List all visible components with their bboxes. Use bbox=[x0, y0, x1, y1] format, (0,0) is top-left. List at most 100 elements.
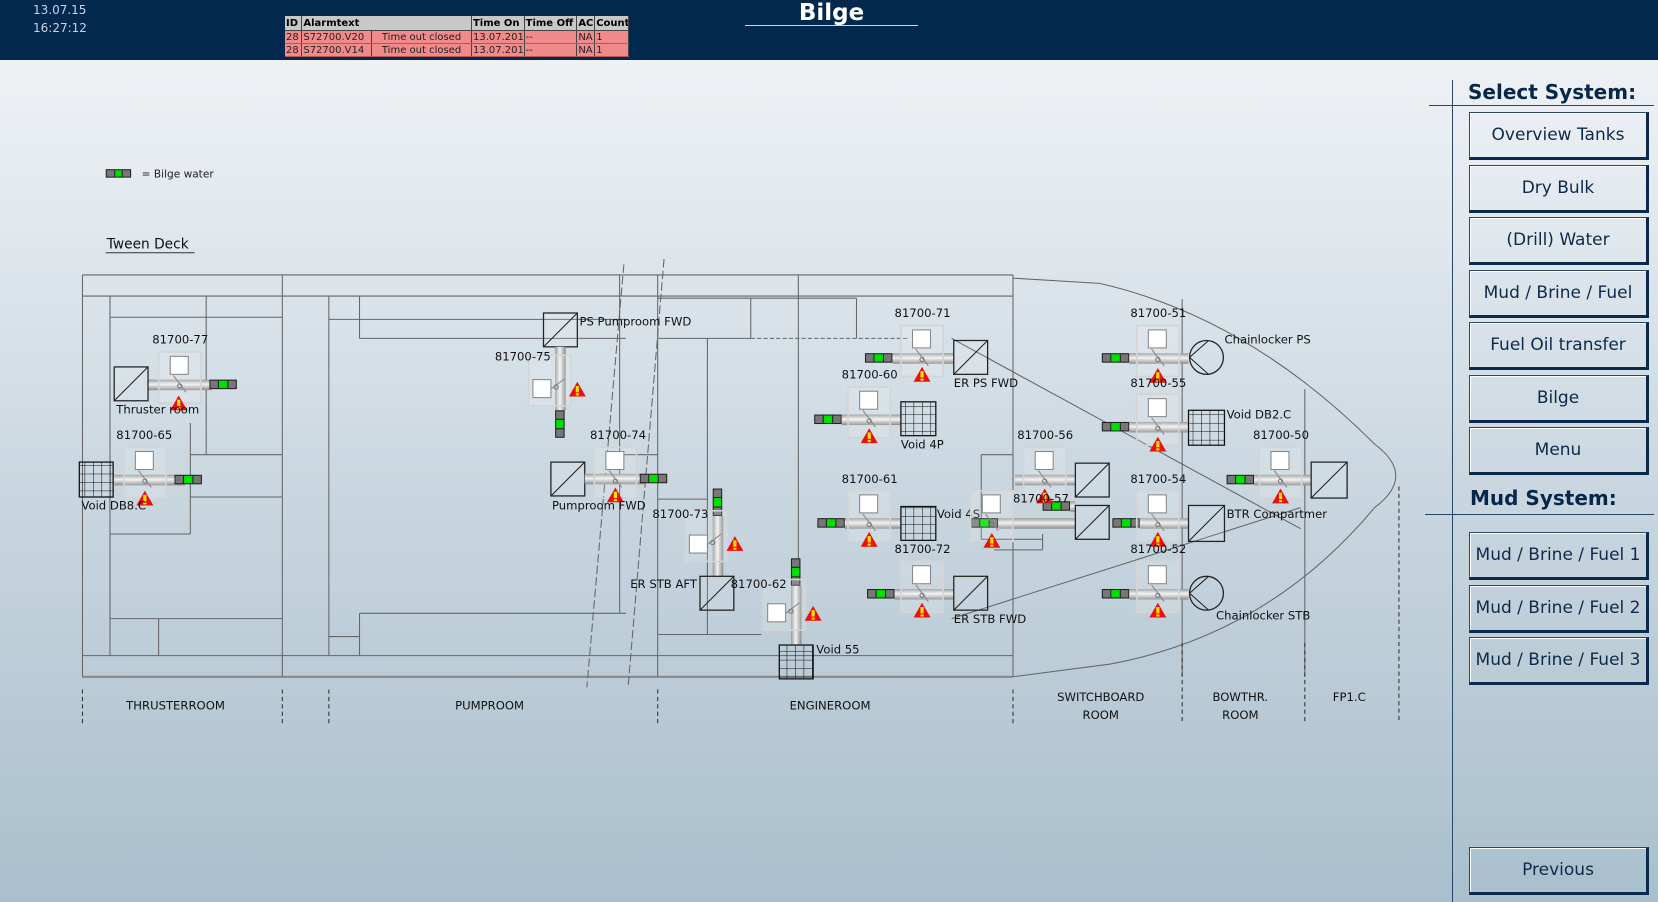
alarm-count: 1 bbox=[594, 43, 629, 57]
date-display: 13.07.15 bbox=[33, 3, 87, 17]
valve-label: 81700-55 bbox=[1130, 376, 1186, 390]
alarm-warning-icon[interactable] bbox=[1149, 531, 1167, 547]
alarm-warning-icon[interactable] bbox=[1149, 436, 1167, 452]
alarm-warning-icon[interactable] bbox=[860, 531, 878, 547]
valve[interactable] bbox=[157, 351, 202, 404]
bilge-indicator-icon bbox=[1226, 474, 1255, 485]
alarm-warning-icon[interactable] bbox=[913, 366, 931, 382]
page-title: Bilge bbox=[745, 0, 918, 26]
valve[interactable] bbox=[684, 509, 729, 563]
alarm-warning-icon[interactable] bbox=[1149, 602, 1167, 618]
alarm-ack: NA bbox=[576, 43, 596, 57]
compartment-label: ER STB AFT bbox=[630, 577, 698, 591]
tank-icon[interactable] bbox=[953, 339, 989, 375]
valve[interactable] bbox=[527, 354, 572, 407]
valve[interactable] bbox=[1022, 446, 1067, 499]
legend-label: = Bilge water bbox=[142, 169, 215, 181]
alarm-warning-icon[interactable] bbox=[1272, 488, 1289, 504]
deck-title: Tween Deck bbox=[106, 236, 189, 252]
chainlocker-icon[interactable] bbox=[1188, 575, 1225, 611]
alarm-warning-icon[interactable] bbox=[804, 605, 822, 621]
zone-label: PUMPROOM bbox=[455, 699, 524, 713]
nav-overview-tanks-button[interactable]: Overview Tanks bbox=[1469, 112, 1649, 160]
nav-fuel-oil-transfer-button[interactable]: Fuel Oil transfer bbox=[1469, 322, 1649, 370]
void-tank-icon[interactable] bbox=[900, 401, 937, 437]
valve[interactable] bbox=[900, 560, 944, 614]
alarm-row[interactable]: 28 S72700.V14 Time out closed 13.07.201 … bbox=[285, 43, 629, 57]
tank-icon[interactable] bbox=[550, 461, 586, 497]
tank-icon[interactable] bbox=[1310, 461, 1348, 499]
col-time-off[interactable]: Time Off bbox=[524, 16, 578, 31]
alarm-warning-icon[interactable] bbox=[170, 395, 188, 411]
nav-dry-bulk-button[interactable]: Dry Bulk bbox=[1469, 165, 1649, 213]
zone-label: ENGINEROOM bbox=[790, 699, 871, 713]
col-id[interactable]: ID bbox=[285, 16, 303, 31]
valve-label: 81700-71 bbox=[895, 306, 951, 320]
alarm-warning-icon[interactable] bbox=[1149, 367, 1167, 383]
tank-icon[interactable] bbox=[699, 575, 735, 611]
tank-icon[interactable] bbox=[1074, 462, 1110, 498]
pipe bbox=[998, 518, 1076, 529]
alarm-warning-icon[interactable] bbox=[860, 428, 878, 444]
compartment-label: Void 4S bbox=[937, 507, 980, 521]
tank-icon[interactable] bbox=[1074, 504, 1110, 540]
nav-mud-2-button[interactable]: Mud / Brine / Fuel 2 bbox=[1469, 585, 1649, 633]
nav-menu-button[interactable]: Menu bbox=[1469, 427, 1649, 475]
alarm-text: Time out closed bbox=[371, 30, 472, 44]
header-bar: 13.07.15 16:27:12 ID Alarmtext Time On T… bbox=[0, 0, 1658, 60]
void-tank-icon[interactable] bbox=[778, 644, 814, 680]
bilge-indicator-icon bbox=[867, 588, 895, 599]
alarm-warning-icon[interactable] bbox=[1036, 488, 1054, 504]
valve[interactable] bbox=[122, 446, 167, 499]
col-alarmtext[interactable]: Alarmtext bbox=[301, 16, 472, 31]
valve[interactable] bbox=[762, 578, 807, 632]
valve-label: 81700-73 bbox=[652, 507, 708, 521]
nav-mud-1-button[interactable]: Mud / Brine / Fuel 1 bbox=[1469, 532, 1649, 580]
zone-label: ROOM bbox=[1222, 708, 1258, 722]
alarm-warning-icon[interactable] bbox=[726, 536, 744, 551]
tank-icon[interactable] bbox=[953, 575, 989, 611]
bilge-indicator-icon bbox=[1112, 518, 1140, 528]
nav-bilge-button[interactable]: Bilge bbox=[1469, 375, 1649, 423]
alarm-warning-icon[interactable] bbox=[568, 381, 586, 397]
alarm-warning-icon[interactable] bbox=[606, 487, 624, 503]
compartment-label: PS Pumproom FWD bbox=[579, 315, 691, 329]
alarm-time-on: 13.07.201 bbox=[471, 30, 525, 44]
compartment-label: Void DB8.C bbox=[81, 499, 146, 513]
compartment-label: Void DB2.C bbox=[1227, 408, 1292, 422]
bilge-indicator-icon bbox=[1101, 353, 1130, 363]
void-tank-icon[interactable] bbox=[1187, 409, 1226, 446]
zone-label: BOWTHR. bbox=[1213, 690, 1269, 704]
col-count[interactable]: Count bbox=[594, 16, 629, 31]
col-ack[interactable]: AC bbox=[576, 16, 596, 31]
alarm-table[interactable]: ID Alarmtext Time On Time Off AC Count 2… bbox=[285, 16, 629, 57]
alarm-warning-icon[interactable] bbox=[913, 602, 931, 618]
nav-mud-3-button[interactable]: Mud / Brine / Fuel 3 bbox=[1469, 637, 1649, 685]
nav-mud-brine-fuel-button[interactable]: Mud / Brine / Fuel bbox=[1469, 270, 1649, 318]
void-tank-icon[interactable] bbox=[900, 505, 937, 541]
alarm-row[interactable]: 28 S72700.V20 Time out closed 13.07.201 … bbox=[285, 30, 629, 44]
tank-icon[interactable] bbox=[1187, 504, 1226, 543]
bilge-indicator-icon bbox=[817, 518, 845, 528]
col-time-on[interactable]: Time On bbox=[471, 16, 525, 31]
compartment-label: Pumproom FWD bbox=[552, 499, 646, 513]
alarm-warning-icon[interactable] bbox=[983, 532, 1001, 548]
zone-label: SWITCHBOARD bbox=[1057, 690, 1144, 704]
valve[interactable] bbox=[1135, 324, 1180, 378]
previous-button[interactable]: Previous bbox=[1469, 847, 1649, 895]
tank-icon[interactable] bbox=[542, 312, 578, 348]
compartment-label: BTR Compartmer bbox=[1227, 507, 1328, 521]
valve[interactable] bbox=[1258, 446, 1303, 499]
valve-label: 81700-52 bbox=[1130, 542, 1186, 556]
valve-label: 81700-72 bbox=[895, 542, 951, 556]
alarm-warning-icon[interactable] bbox=[136, 490, 154, 506]
valve[interactable] bbox=[969, 489, 1014, 543]
void-tank-icon[interactable] bbox=[78, 461, 114, 498]
valve[interactable] bbox=[847, 386, 892, 439]
tank-icon[interactable] bbox=[113, 366, 149, 402]
valve-label: 81700-74 bbox=[590, 428, 646, 442]
nav-drill-water-button[interactable]: (Drill) Water bbox=[1469, 217, 1649, 265]
zone-label: FP1.C bbox=[1333, 690, 1366, 704]
zone-label: THRUSTERROOM bbox=[125, 699, 225, 713]
chainlocker-icon[interactable] bbox=[1188, 339, 1225, 375]
